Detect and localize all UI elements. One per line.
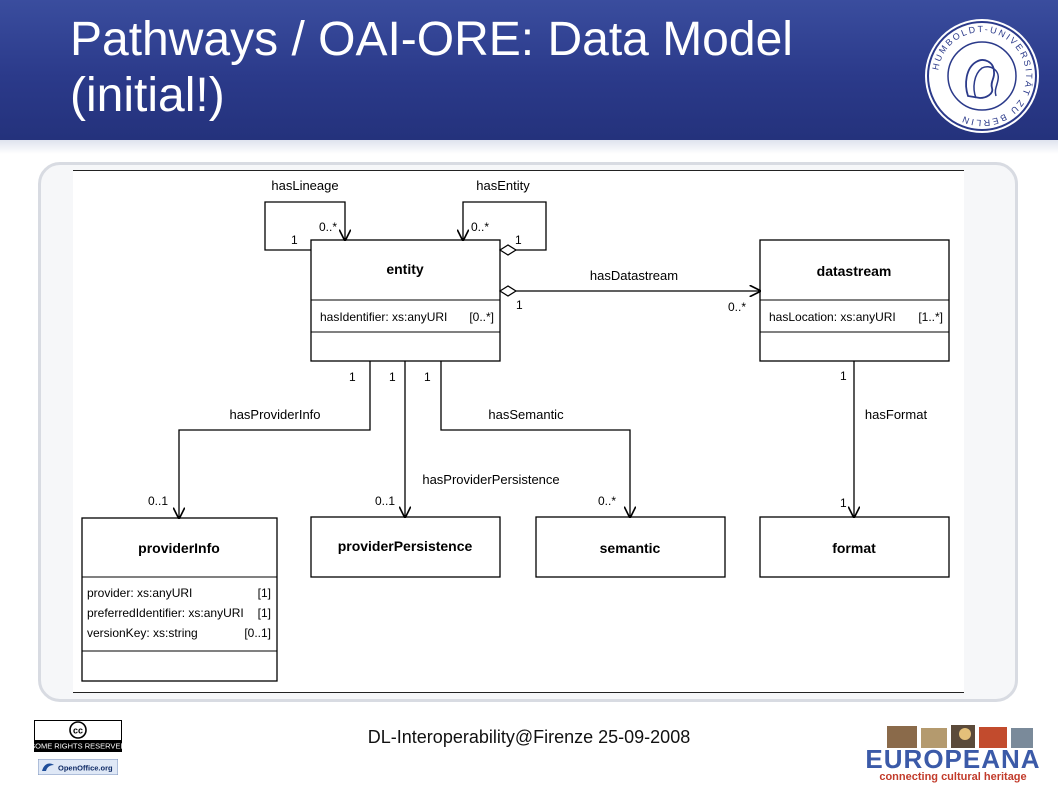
hasproviderpersistence-dst-mult: 0..1 xyxy=(375,494,395,508)
datastream-attr-mult: [1..*] xyxy=(918,310,943,324)
relation-hasentity: hasEntity 1 0..* xyxy=(463,178,547,256)
providerinfo-attr-provider-mult: [1] xyxy=(258,586,271,600)
class-providerinfo: providerInfo provider: xs:anyURI [1] pre… xyxy=(81,517,278,682)
relation-haslineage: hasLineage 1 0..* xyxy=(264,178,345,251)
uml-diagram: entity hasIdentifier: xs:anyURI [0..*] d… xyxy=(73,170,964,693)
format-name: format xyxy=(832,540,876,556)
providerinfo-attr-preferred: preferredIdentifier: xs:anyURI xyxy=(87,606,244,620)
providerpersistence-name: providerPersistence xyxy=(338,538,473,554)
relation-hasproviderpersistence: hasProviderPersistence 1 0..1 xyxy=(375,361,560,517)
relation-hasformat: hasFormat 1 1 xyxy=(840,361,927,517)
haslineage-src-mult: 1 xyxy=(291,233,298,247)
hasproviderpersistence-label: hasProviderPersistence xyxy=(422,472,559,487)
creative-commons-badge-icon: cc SOME RIGHTS RESERVED xyxy=(34,720,122,752)
entity-name: entity xyxy=(386,261,424,277)
semantic-name: semantic xyxy=(600,540,661,556)
class-format: format xyxy=(759,516,950,578)
relation-hassemantic: hasSemantic 1 0..* xyxy=(424,361,630,517)
hasdatastream-dst-mult: 0..* xyxy=(728,300,746,314)
providerinfo-attr-version-mult: [0..1] xyxy=(244,626,271,640)
openoffice-text: OpenOffice.org xyxy=(58,764,113,773)
hasproviderinfo-src-mult: 1 xyxy=(349,370,356,384)
class-semantic: semantic xyxy=(535,516,726,578)
cc-symbol: cc xyxy=(73,726,83,736)
hasentity-src-mult: 1 xyxy=(515,233,522,247)
hasentity-dst-mult: 0..* xyxy=(471,220,489,234)
providerinfo-attr-preferred-mult: [1] xyxy=(258,606,271,620)
hasdatastream-label: hasDatastream xyxy=(590,268,678,283)
openoffice-badge-icon: OpenOffice.org xyxy=(38,759,118,775)
hasformat-dst-mult: 1 xyxy=(840,496,847,510)
slide-header xyxy=(0,0,1058,140)
cc-text: SOME RIGHTS RESERVED xyxy=(34,742,122,751)
class-datastream: datastream hasLocation: xs:anyURI [1..*] xyxy=(759,239,950,362)
hasformat-label: hasFormat xyxy=(865,407,928,422)
europeana-name: EUROPEANA xyxy=(865,744,1040,774)
hasformat-src-mult: 1 xyxy=(840,369,847,383)
hasproviderinfo-label: hasProviderInfo xyxy=(229,407,320,422)
hasproviderpersistence-src-mult: 1 xyxy=(389,370,396,384)
providerinfo-attr-provider: provider: xs:anyURI xyxy=(87,586,192,600)
hasproviderinfo-dst-mult: 0..1 xyxy=(148,494,168,508)
hasentity-label: hasEntity xyxy=(476,178,530,193)
hassemantic-label: hasSemantic xyxy=(488,407,564,422)
humboldt-seal-icon: HUMBOLDT-UNIVERSITÄT ZU BERLIN xyxy=(925,19,1039,133)
title-line-2: (initial!) xyxy=(70,69,225,122)
datastream-attr: hasLocation: xs:anyURI xyxy=(769,310,896,324)
entity-attr-mult: [0..*] xyxy=(469,310,494,324)
hasdatastream-src-mult: 1 xyxy=(516,298,523,312)
hassemantic-dst-mult: 0..* xyxy=(598,494,616,508)
slide-footer: DL-Interoperability@Firenze 25-09-2008 xyxy=(367,727,691,747)
title-line-1: Pathways / OAI-ORE: Data Model xyxy=(70,13,793,66)
relation-hasproviderinfo: hasProviderInfo 1 0..1 xyxy=(148,361,371,518)
providerinfo-name: providerInfo xyxy=(138,540,220,556)
slide-title: Pathways / OAI-ORE: Data Model (initial!… xyxy=(70,12,900,124)
class-providerpersistence: providerPersistence xyxy=(310,516,501,578)
providerinfo-attr-version: versionKey: xs:string xyxy=(87,626,198,640)
europeana-tagline: connecting cultural heritage xyxy=(879,771,1026,783)
haslineage-dst-mult: 0..* xyxy=(319,220,337,234)
relation-hasdatastream: hasDatastream 1 0..* xyxy=(498,268,760,314)
entity-attr: hasIdentifier: xs:anyURI xyxy=(320,310,447,324)
haslineage-label: hasLineage xyxy=(271,178,338,193)
header-divider xyxy=(0,140,1058,154)
hassemantic-src-mult: 1 xyxy=(424,370,431,384)
europeana-logo-icon: EUROPEANA connecting cultural heritage xyxy=(853,722,1053,784)
datastream-name: datastream xyxy=(817,263,892,279)
class-entity: entity hasIdentifier: xs:anyURI [0..*] xyxy=(310,239,501,362)
